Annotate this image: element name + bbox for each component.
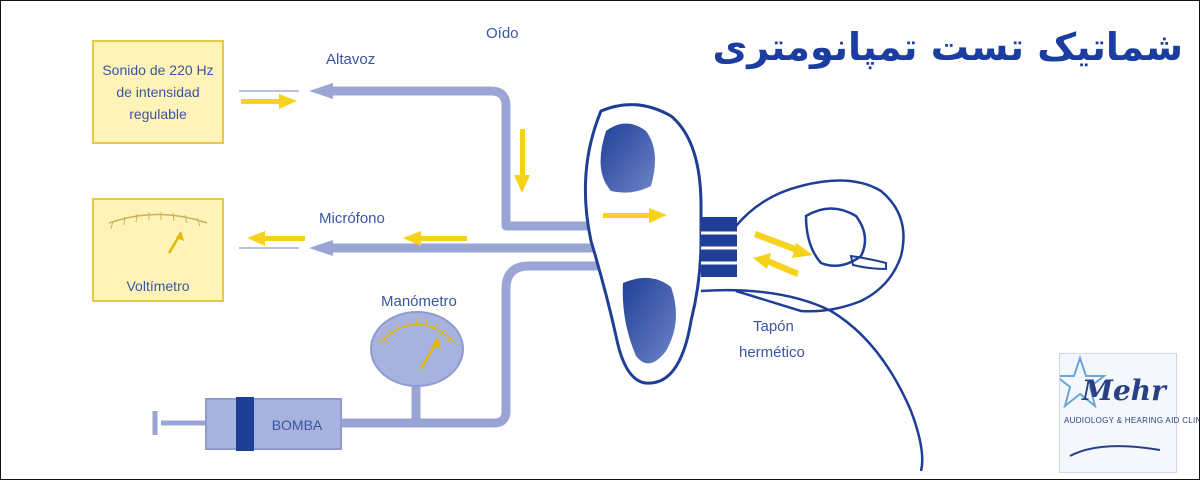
star-icon [1060,354,1161,457]
voltmeter-scale [108,213,208,224]
sound-generator-box [92,40,224,144]
label-manometro: Manómetro [381,293,457,310]
middle-ear [804,207,867,268]
speaker-tube [323,86,703,231]
head-contour [700,288,924,472]
logo-name: Mehr [1082,374,1166,407]
ear-upper-concha [600,123,655,193]
label-microfono: Micrófono [319,210,385,227]
label-tapon: Tapón [753,318,794,335]
sound-box-line-3: regulable [129,106,187,122]
page-title: شماتیک تست تمپانومتری [712,25,1183,69]
clinic-logo: Mehr AUDIOLOGY & HEARING AID CLINIC [1059,353,1199,473]
label-hermetico: hermético [739,344,805,361]
flow-arrows [241,94,813,277]
pump-label: BOMBA [272,417,323,433]
sound-box-line-2: de intensidad [116,84,199,100]
voltmeter-box [92,198,224,302]
pump-plunger [236,397,254,451]
ear-lower-concha [622,277,676,364]
logo-subtitle: AUDIOLOGY & HEARING AID CLINIC [1064,416,1200,425]
label-altavoz: Altavoz [326,51,375,68]
label-oido: Oído [486,25,519,42]
sound-box-line-1: Sonido de 220 Hz [102,62,213,78]
ear-canal-wall [735,179,905,313]
pump-body [205,398,342,450]
voltmeter-ticks [110,212,201,230]
pump-tube [341,261,703,428]
eustachian-tube [849,254,887,271]
voltmeter-label: Voltímetro [126,278,189,294]
